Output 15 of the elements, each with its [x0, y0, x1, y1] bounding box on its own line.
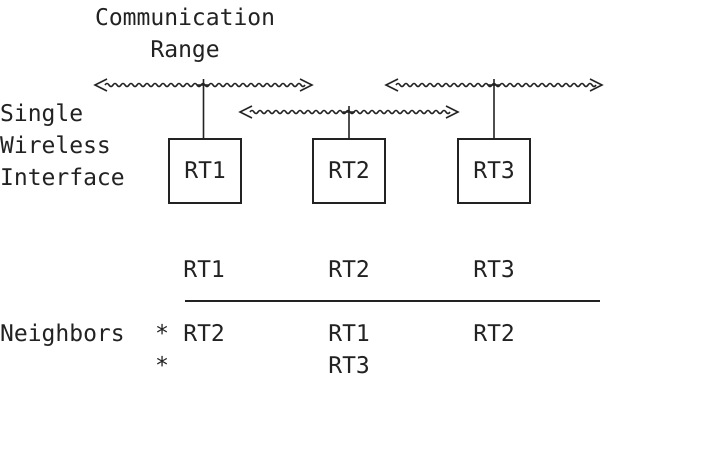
router-box: RT1	[168, 138, 242, 204]
row-header: Neighbors	[0, 320, 126, 349]
interface-label: Single Wireless Interface	[0, 100, 126, 193]
table-cell-text: RT1	[327, 320, 371, 349]
column-header: RT2	[327, 256, 371, 285]
table-cell-text: RT3	[327, 352, 371, 381]
table-cell-text: RT2	[472, 320, 516, 349]
bullet-mark: *	[154, 320, 170, 349]
table-cell-text: RT2	[182, 320, 226, 349]
column-header: RT3	[472, 256, 516, 285]
range-label: Communication Range	[94, 4, 276, 65]
bullet-mark: *	[154, 352, 170, 381]
router-box: RT2	[312, 138, 386, 204]
column-header: RT1	[182, 256, 226, 285]
router-box: RT3	[457, 138, 531, 204]
